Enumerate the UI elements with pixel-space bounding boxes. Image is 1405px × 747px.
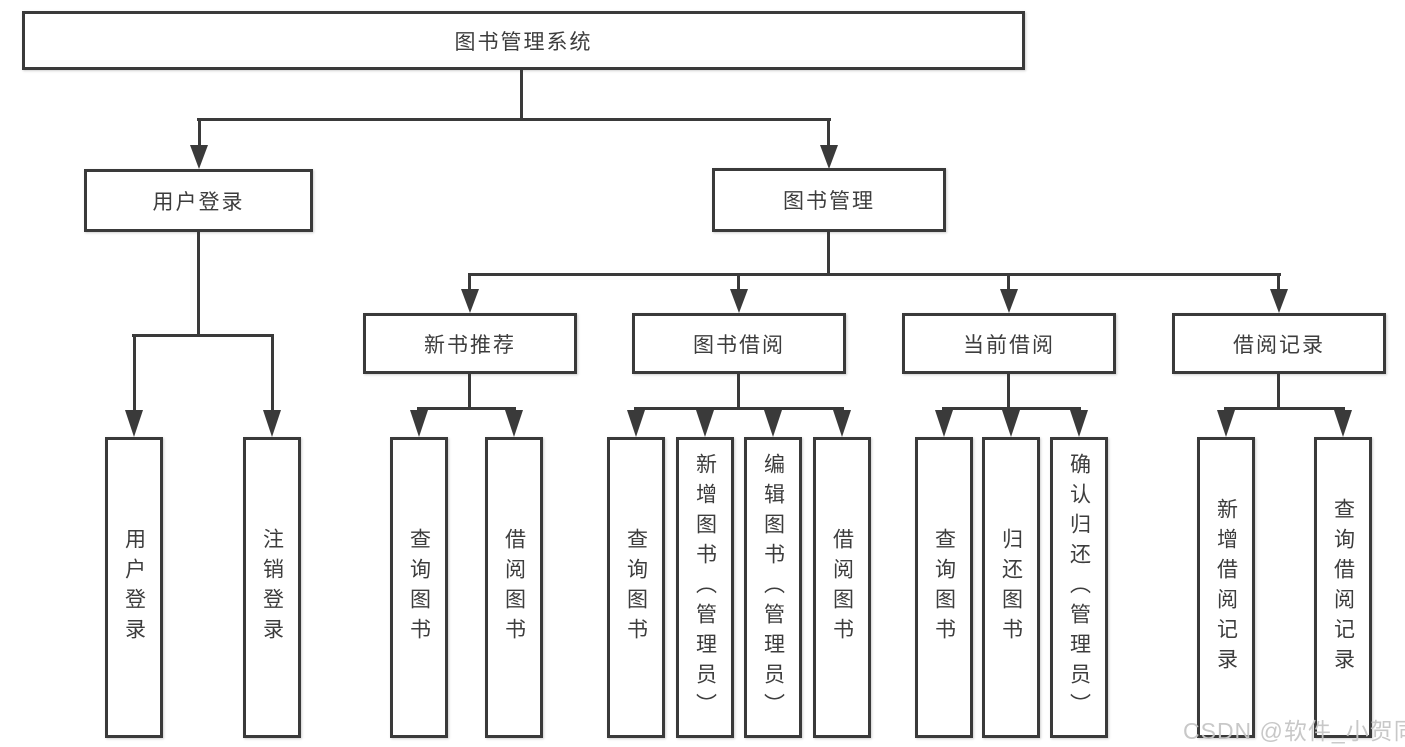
node-book-mgmt: 图书管理 (712, 168, 946, 232)
connector-drop-book-borrow (737, 276, 740, 291)
leaf-label: 新增图书（管理员） (693, 452, 717, 723)
connector-user-login-hbar (132, 334, 274, 337)
arrow-down-leaf-logout (263, 410, 281, 437)
arrow-down-new-books (461, 289, 479, 313)
arrow-down-book-mgmt (820, 145, 838, 169)
leaf-label: 新增借阅记录 (1214, 497, 1238, 678)
arrow-down-leaf (1217, 410, 1235, 437)
connector-new-books-stem (468, 374, 471, 410)
arrow-down-leaf-login (125, 410, 143, 437)
connector-drop-leaf-login (133, 337, 136, 410)
arrow-down-leaf (764, 410, 782, 437)
connector-drop-borrow-records (1277, 276, 1280, 291)
leaf-label: 查询借阅记录 (1331, 497, 1355, 678)
node-book-borrow: 图书借阅 (632, 313, 846, 374)
leaf-user-login: 用户登录 (105, 437, 163, 738)
leaf-query-books-current: 查询图书 (915, 437, 973, 738)
csdn-watermark: CSDN @软件_小贺同学 (1183, 718, 1405, 744)
leaf-confirm-return-admin: 确认归还（管理员） (1050, 437, 1108, 738)
connector-drop-book-mgmt (827, 121, 830, 145)
leaf-label: 归还图书 (999, 527, 1023, 648)
connector-book-mgmt-stem (827, 232, 830, 273)
arrow-down-leaf (1002, 410, 1020, 437)
arrow-down-borrow-records (1270, 289, 1288, 313)
connector-drop-user-login (198, 121, 201, 145)
connector-borrow-records-stem (1277, 374, 1280, 410)
connector-book-borrow-stem (737, 374, 740, 410)
arrow-down-leaf (627, 410, 645, 437)
arrow-down-leaf (696, 410, 714, 437)
connector-borrow-records-hbar (1224, 407, 1345, 410)
connector-drop-leaf-logout (271, 337, 274, 410)
arrow-down-book-borrow (730, 289, 748, 313)
leaf-label: 借阅图书 (830, 527, 854, 648)
arrow-down-user-login (190, 145, 208, 169)
arrow-down-leaf (1334, 410, 1352, 437)
connector-book-borrow-hbar (634, 407, 844, 410)
leaf-return-book: 归还图书 (982, 437, 1040, 738)
leaf-label: 借阅图书 (502, 527, 526, 648)
arrow-down-leaf (833, 410, 851, 437)
node-root: 图书管理系统 (22, 11, 1025, 70)
leaf-label: 确认归还（管理员） (1067, 452, 1091, 723)
connector-root-stem (520, 70, 523, 118)
leaf-add-borrow-record: 新增借阅记录 (1197, 437, 1255, 738)
leaf-add-book-admin: 新增图书（管理员） (676, 437, 734, 738)
leaf-edit-book-admin: 编辑图书（管理员） (744, 437, 802, 738)
leaf-borrow-books-new: 借阅图书 (485, 437, 543, 738)
node-current-borrow: 当前借阅 (902, 313, 1116, 374)
connector-current-borrow-stem (1007, 374, 1010, 410)
leaf-label: 用户登录 (122, 527, 146, 648)
leaf-label: 注销登录 (260, 527, 284, 648)
connector-current-borrow-hbar (942, 407, 1081, 410)
leaf-query-books-borrow: 查询图书 (607, 437, 665, 738)
arrow-down-leaf (505, 410, 523, 437)
arrow-down-current-borrow (1000, 289, 1018, 313)
leaf-label: 查询图书 (624, 527, 648, 648)
leaf-label: 查询图书 (932, 527, 956, 648)
leaf-borrow-books: 借阅图书 (813, 437, 871, 738)
connector-user-login-stem (197, 232, 200, 334)
node-borrow-records: 借阅记录 (1172, 313, 1386, 374)
connector-drop-new-books (468, 276, 471, 291)
connector-level2-hbar (468, 273, 1281, 276)
node-user-login: 用户登录 (84, 169, 313, 232)
leaf-query-borrow-record: 查询借阅记录 (1314, 437, 1372, 738)
arrow-down-leaf (410, 410, 428, 437)
arrow-down-leaf (1070, 410, 1088, 437)
leaf-label: 查询图书 (407, 527, 431, 648)
leaf-query-books-new: 查询图书 (390, 437, 448, 738)
node-new-books: 新书推荐 (363, 313, 577, 374)
leaf-logout: 注销登录 (243, 437, 301, 738)
arrow-down-leaf (935, 410, 953, 437)
leaf-label: 编辑图书（管理员） (761, 452, 785, 723)
connector-drop-current-borrow (1007, 276, 1010, 291)
connector-new-books-hbar (417, 407, 516, 410)
connector-level1-hbar (197, 118, 831, 121)
